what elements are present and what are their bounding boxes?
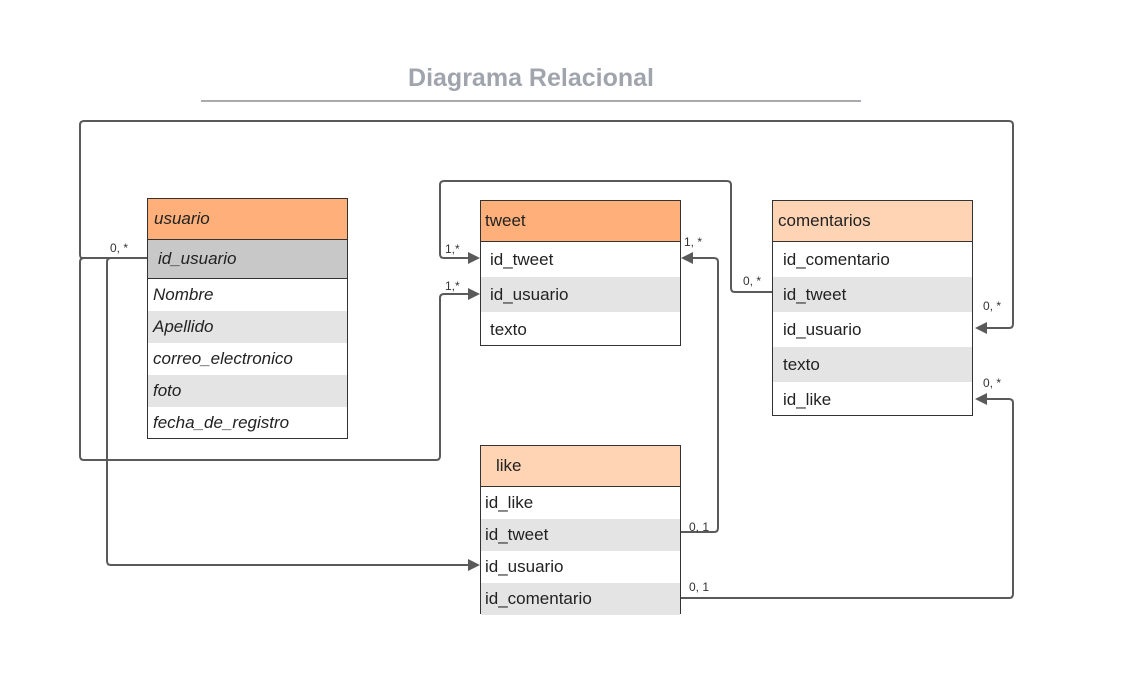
cardinality-label: 1, * <box>684 235 703 249</box>
entity-field: Nombre <box>153 285 214 304</box>
cardinality-label: 0, 1 <box>689 580 710 594</box>
entity-field: id_tweet <box>773 277 972 312</box>
entity-field: texto <box>773 347 972 382</box>
entity-field: id_comentario <box>783 249 890 269</box>
cardinality-label: 1,* <box>445 242 460 256</box>
entity-tweet: tweet id_tweet id_usuario texto <box>480 200 681 346</box>
entity-header: comentarios <box>773 201 972 242</box>
entity-field: id_like <box>485 493 534 512</box>
entity-header: usuario <box>148 199 347 240</box>
connector-usuario-to-like <box>106 257 480 571</box>
cardinality-label: 1,* <box>445 279 460 293</box>
connector-comentarios-to-tweet <box>439 180 773 293</box>
entity-field: id_usuario <box>783 319 862 339</box>
cardinality-label: 0, * <box>983 376 1002 390</box>
cardinality-label: 0, * <box>983 299 1002 313</box>
entity-field: id_like <box>783 389 832 409</box>
title-underline <box>201 100 861 102</box>
connector-like-to-tweet <box>681 252 719 533</box>
diagram-title: Diagrama Relacional <box>408 64 654 92</box>
connector-usuario-to-comentarios <box>79 120 1014 334</box>
entity-field: id_tweet <box>490 249 554 269</box>
cardinality-label: 0, 1 <box>689 520 710 534</box>
entity-field: id_tweet <box>481 519 680 551</box>
entity-key-field: id_usuario <box>148 240 347 279</box>
entity-field: id_usuario <box>481 277 680 312</box>
cardinality-label: 0, * <box>110 241 129 255</box>
entity-field: correo_electronico <box>153 349 293 368</box>
entity-header: tweet <box>481 201 680 242</box>
entity-comentarios: comentarios id_comentario id_tweet id_us… <box>772 200 973 416</box>
cardinality-label: 0, * <box>743 274 762 288</box>
entity-field: id_comentario <box>481 583 680 615</box>
connector-like-to-comentarios <box>681 393 1014 599</box>
entity-field: texto <box>490 319 527 339</box>
entity-header: like <box>481 446 680 487</box>
entity-field: id_usuario <box>485 557 564 576</box>
entity-usuario: usuario id_usuario Nombre Apellido corre… <box>147 198 348 439</box>
entity-field: fecha_de_registro <box>153 413 290 432</box>
entity-field: Apellido <box>148 311 347 343</box>
connector-usuario-to-tweet <box>79 257 480 461</box>
entity-like: like id_like id_tweet id_usuario id_come… <box>480 445 681 615</box>
entity-field: foto <box>148 375 347 407</box>
